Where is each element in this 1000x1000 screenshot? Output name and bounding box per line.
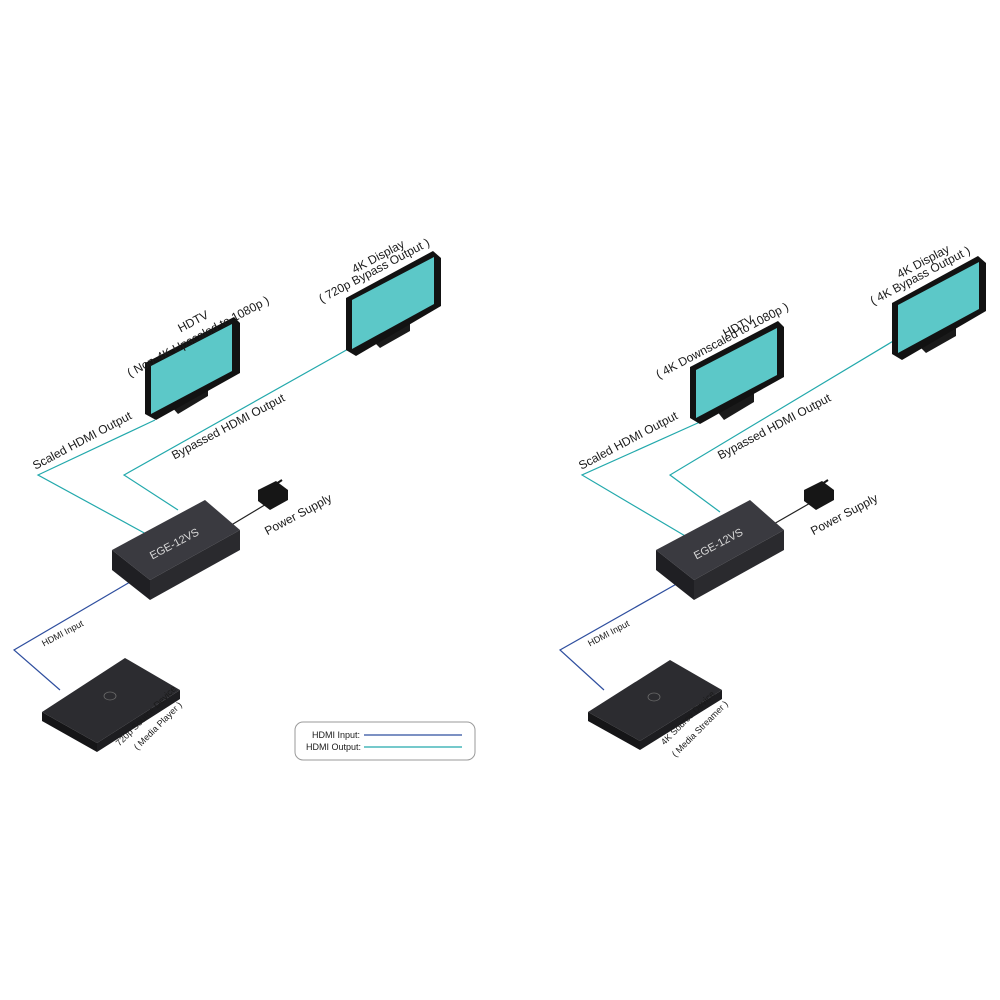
right-power-body [804,481,834,510]
left-4k-display [346,251,441,356]
left-ege-device [112,500,240,600]
right-power-adapter [804,479,834,510]
right-device-side [694,530,784,600]
right-device-top [656,500,784,580]
right-cables [558,339,896,691]
legend-input-label: HDMI Input: [312,730,360,740]
right-source-device [588,660,722,750]
legend: HDMI Input: HDMI Output: [294,721,476,761]
left-scaled-label: Scaled HDMI Output [30,408,134,472]
left-source-front [42,712,97,752]
left-source-top [42,658,180,743]
left-setup: HDTV ( Non-4K Upscaled to 1080p ) 4K Dis… [12,235,441,752]
left-scaled-cable [36,419,156,536]
right-power-cable [771,501,813,526]
right-scaled-label: Scaled HDMI Output [576,408,680,472]
left-hdtv [145,317,240,420]
right-hdtv [690,321,784,424]
left-source-side [97,690,180,752]
left-device-side [150,530,240,600]
left-power-adapter [258,479,288,510]
left-bypassed-cable [122,347,351,511]
left-device-front [112,550,150,600]
left-device-top [112,500,240,580]
right-scaled-cable [580,421,701,541]
left-source-device [42,658,180,752]
left-cables [12,347,351,691]
left-hdtv-screen [151,324,232,414]
right-bypassed-cable [668,339,896,513]
left-power-cable [227,502,269,528]
right-source-side [640,690,722,750]
right-power-prong [815,479,829,489]
right-hdtv-screen [696,328,777,418]
right-setup: HDTV ( 4K Downscaled to 1080p ) 4K Displ… [558,242,986,759]
legend-box [294,721,476,761]
left-source-logo-icon [103,691,117,701]
right-source-front [588,712,640,750]
left-power-prong [269,479,283,489]
right-source-logo-icon [647,692,661,702]
left-power-body [258,481,288,510]
right-4k-screen [898,262,979,353]
right-4k-display [892,256,986,360]
right-ege-device [656,500,784,600]
left-hdmi-input-cable [12,581,131,691]
right-hdmi-input-cable [558,581,681,691]
right-device-front [656,550,694,600]
left-4k-screen [352,257,434,349]
legend-output-label: HDMI Output: [306,742,361,752]
left-input-label: HDMI Input [40,618,85,648]
right-source-top [588,660,722,741]
